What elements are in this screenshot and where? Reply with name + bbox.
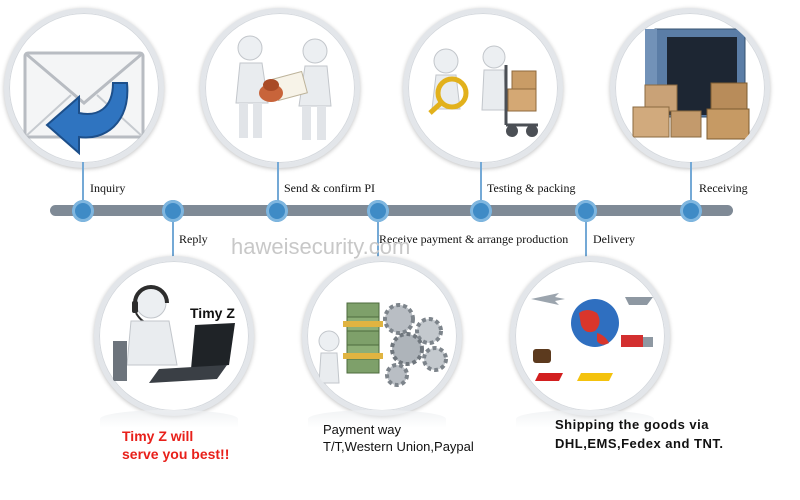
container-boxes-icon [632,28,750,140]
payment-production-image [302,256,462,416]
step-label-delivery: Delivery [593,232,635,246]
support-agent-icon [113,285,235,383]
reply-image [94,256,254,416]
step-label-payment-production: Receive payment & arrange production [379,232,569,246]
inspection-cart-icon [428,45,538,137]
timeline-dot [266,200,288,222]
connector-line [690,162,692,206]
money-gears-icon [318,302,448,387]
delivery-caption-line2: DHL,EMS,Fedex and TNT. [555,436,724,451]
step-label-testing-packing: Testing & packing [487,181,576,195]
timeline-dot [680,200,702,222]
step-label-inquiry: Inquiry [90,181,126,195]
connector-line [480,162,482,206]
reply-caption-line2: serve you best!! [122,446,230,462]
step-label-reply: Reply [179,232,208,246]
payment-caption-line2: T/T,Western Union,Paypal [323,439,474,454]
inquiry-image [4,8,164,168]
reflection [308,410,446,428]
timeline-dot [72,200,94,222]
reflection [100,410,238,428]
testing-packing-image [403,8,563,168]
timeline-dot [367,200,389,222]
globe-shipping-icon [531,293,653,381]
connector-line [277,162,279,206]
delivery-image [510,256,670,416]
connector-line [377,216,379,260]
payment-caption-line1: Payment way [323,422,402,437]
connector-line [82,162,84,206]
delivery-caption-line1: Shipping the goods via [555,417,709,432]
send-confirm-image [200,8,360,168]
receiving-image [610,8,770,168]
step-label-receiving: Receiving [699,181,748,195]
timeline-dot [470,200,492,222]
timeline-bar [50,205,733,216]
step-label-send-confirm-pi: Send & confirm PI [284,181,375,195]
watermark: haweisecurity.com [231,234,411,259]
connector-line [172,216,174,260]
agent-name: Timy Z [190,305,235,321]
connector-line [585,216,587,260]
timeline-dot [575,200,597,222]
handshake-stamp-icon [235,35,332,140]
timeline-dot [162,200,184,222]
reflection [516,410,654,428]
mail-reply-icon [23,51,145,156]
reply-caption-line1: Timy Z will [122,428,194,444]
